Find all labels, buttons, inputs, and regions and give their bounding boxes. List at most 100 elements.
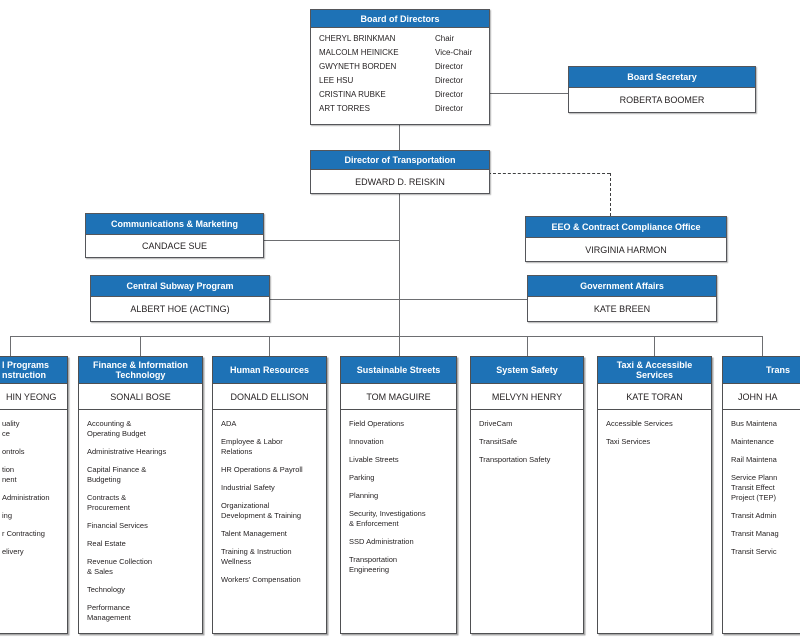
dept-item: Financial Services: [87, 521, 148, 530]
card-eeo-contract-compliance: EEO & Contract Compliance Office VIRGINI…: [525, 216, 727, 262]
dept-item: Training & Instruction Wellness: [221, 547, 292, 566]
dept-item: Contracts & Procurement: [87, 493, 130, 512]
dept-item-list: Accounting & Operating Budget Administra…: [79, 410, 202, 631]
dept-head-name: DONALD ELLISON: [213, 384, 326, 410]
dept-title: Human Resources: [213, 357, 326, 384]
connector-center-vertical: [399, 192, 400, 336]
board-secretary-title: Board Secretary: [627, 72, 697, 82]
dept-item: elivery: [2, 547, 24, 556]
dept-item: TransitSafe: [479, 437, 518, 446]
connector-stub-5: [527, 336, 528, 356]
dept-item: SSD Administration: [349, 537, 414, 546]
dept-item: Rail Maintena: [731, 455, 777, 464]
board-secretary-name: ROBERTA BOOMER: [619, 95, 705, 105]
dept-sustainable-streets: Sustainable Streets TOM MAGUIRE Field Op…: [340, 356, 457, 634]
director-title: Director of Transportation: [344, 155, 456, 165]
dept-item: Maintenance: [731, 437, 774, 446]
director-name: EDWARD D. REISKIN: [355, 176, 445, 187]
board-member-row: CHERYL BRINKMAN Chair: [311, 33, 489, 47]
dept-head-name: MELVYN HENRY: [471, 384, 583, 410]
card-title: EEO & Contract Compliance Office: [526, 217, 726, 238]
dept-title: Finance & Information Technology: [79, 357, 202, 384]
dept-item: r Contracting: [2, 529, 45, 538]
dept-title: System Safety: [471, 357, 583, 384]
dept-item: Livable Streets: [349, 455, 399, 464]
dept-head-name: SONALI BOSE: [79, 384, 202, 410]
dept-system-safety: System Safety MELVYN HENRY DriveCam Tran…: [470, 356, 584, 634]
dept-item-list: DriveCam TransitSafe Transportation Safe…: [471, 410, 583, 473]
card-director-of-transportation: Director of Transportation EDWARD D. REI…: [310, 150, 490, 194]
dept-item: DriveCam: [479, 419, 513, 428]
connector-stub-1: [10, 336, 11, 356]
connector-stub-3: [269, 336, 270, 356]
card-government-affairs: Government Affairs KATE BREEN: [527, 275, 717, 322]
member-name: CHERYL BRINKMAN: [319, 34, 396, 43]
card-title: Central Subway Program: [91, 276, 269, 297]
dept-head-name: HIN YEONG: [0, 384, 67, 410]
dept-head-name: KATE TORAN: [598, 384, 711, 410]
connector-stub-2: [140, 336, 141, 356]
board-member-row: CRISTINA RUBKE Director: [311, 89, 489, 103]
dept-capital-programs-construction: l Programs nstruction HIN YEONG uality c…: [0, 356, 68, 634]
member-name: ART TORRES: [319, 104, 370, 113]
connector-eeo-dashed-v: [610, 173, 611, 216]
dept-item: Security, Investigations & Enforcement: [349, 509, 426, 528]
dept-taxi-accessible-services: Taxi & Accessible Services KATE TORAN Ac…: [597, 356, 712, 634]
connector-board-director: [399, 123, 400, 150]
central-subway-name: ALBERT HOE (ACTING): [130, 304, 230, 314]
member-role: Director: [435, 62, 464, 71]
dept-item: ing: [2, 511, 13, 520]
dept-item: Talent Management: [221, 529, 287, 538]
connector-eeo-dashed-h: [488, 173, 610, 174]
dept-item: Transit Manag: [731, 529, 779, 538]
member-role: Director: [435, 76, 464, 85]
card-title: Board of Directors: [311, 10, 489, 28]
member-role: Vice-Chair: [435, 48, 473, 57]
dept-item: Field Operations: [349, 419, 405, 428]
member-name: CRISTINA RUBKE: [319, 90, 386, 99]
communications-title: Communications & Marketing: [110, 219, 238, 229]
dept-item: Transportation Engineering: [349, 555, 398, 574]
dept-item: Service Plann Transit Effect Project (TE…: [731, 473, 778, 502]
dept-item: HR Operations & Payroll: [221, 465, 303, 474]
dept-item: Employee & Labor Relations: [221, 437, 283, 456]
board-member-row: GWYNETH BORDEN Director: [311, 61, 489, 75]
member-role: Director: [435, 90, 464, 99]
card-title: Government Affairs: [528, 276, 716, 297]
dept-item: Workers' Compensation: [221, 575, 301, 584]
dept-human-resources: Human Resources DONALD ELLISON ADA Emplo…: [212, 356, 327, 634]
connector-stub-6: [654, 336, 655, 356]
board-title: Board of Directors: [360, 13, 440, 24]
connector-stub-4: [399, 336, 400, 356]
dept-item: Transportation Safety: [479, 455, 551, 464]
dept-title: l Programs nstruction: [0, 357, 67, 384]
dept-item: tion nent: [2, 465, 17, 484]
dept-title: Sustainable Streets: [341, 357, 456, 384]
board-member-list: CHERYL BRINKMAN Chair MALCOLM HEINICKE V…: [311, 28, 489, 117]
dept-item: Technology: [87, 585, 125, 594]
connector-bus-line: [10, 336, 762, 337]
member-role: Chair: [435, 34, 455, 43]
dept-item: Innovation: [349, 437, 384, 446]
dept-item: Administration: [2, 493, 50, 502]
board-member-row: MALCOLM HEINICKE Vice-Chair: [311, 47, 489, 61]
dept-item-list: Accessible Services Taxi Services: [598, 410, 711, 455]
dept-head-name: TOM MAGUIRE: [341, 384, 456, 410]
member-role: Director: [435, 104, 464, 113]
dept-item: Planning: [349, 491, 379, 500]
connector-subway-govaffairs: [268, 299, 527, 300]
dept-item: Transit Admin: [731, 511, 777, 520]
dept-item: ontrols: [2, 447, 25, 456]
dept-title: Trans: [723, 357, 800, 384]
eeo-name: VIRGINIA HARMON: [585, 244, 667, 255]
card-board-of-directors: Board of Directors CHERYL BRINKMAN Chair…: [310, 9, 490, 125]
card-board-secretary: Board Secretary ROBERTA BOOMER: [568, 66, 756, 113]
card-central-subway-program: Central Subway Program ALBERT HOE (ACTIN…: [90, 275, 270, 322]
member-name: GWYNETH BORDEN: [319, 62, 397, 71]
dept-item: Administrative Hearings: [87, 447, 167, 456]
card-communications-marketing: Communications & Marketing CANDACE SUE: [85, 213, 264, 258]
communications-name: CANDACE SUE: [141, 241, 207, 251]
board-member-row: ART TORRES Director: [311, 103, 489, 117]
central-subway-title: Central Subway Program: [126, 281, 234, 291]
dept-item: uality ce: [2, 419, 20, 438]
